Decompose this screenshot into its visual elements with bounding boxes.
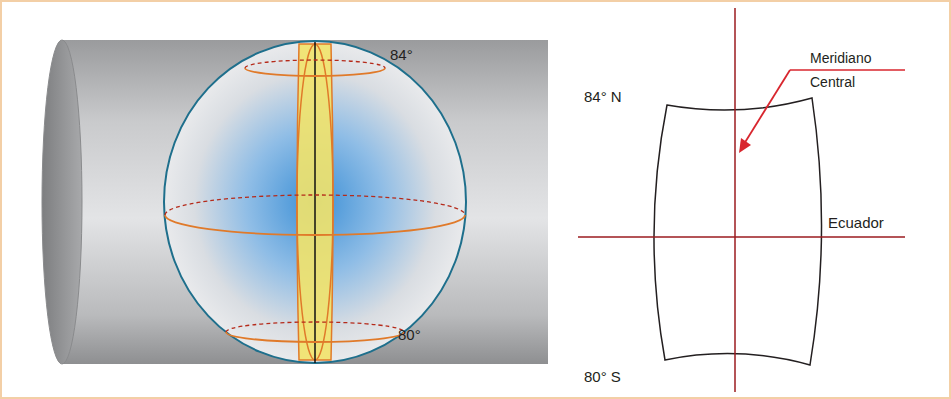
parallel-back (245, 60, 385, 68)
latitude-label: 84° N (584, 88, 622, 106)
axis-label: Ecuador (828, 214, 884, 232)
latitude-label: 84° (390, 46, 413, 64)
parallel-84 (245, 68, 385, 76)
cylinder-end (42, 40, 82, 364)
projected-zone (654, 98, 822, 365)
leader-underline (790, 69, 905, 71)
parallel-80 (226, 332, 404, 342)
equator (165, 215, 465, 235)
leader-line (744, 70, 790, 144)
callout-label: Meridiano Central (810, 46, 890, 94)
parallel-back (226, 322, 404, 332)
equator-axis (578, 236, 905, 238)
meridian-axis (734, 8, 736, 392)
equator-back (165, 195, 465, 215)
leader-arrowhead (739, 138, 751, 153)
globe (164, 41, 466, 363)
latitude-label: 80° (398, 326, 421, 344)
central-meridian (314, 42, 316, 363)
cylinder-body (62, 40, 548, 364)
latitude-label: 80° S (584, 368, 621, 386)
